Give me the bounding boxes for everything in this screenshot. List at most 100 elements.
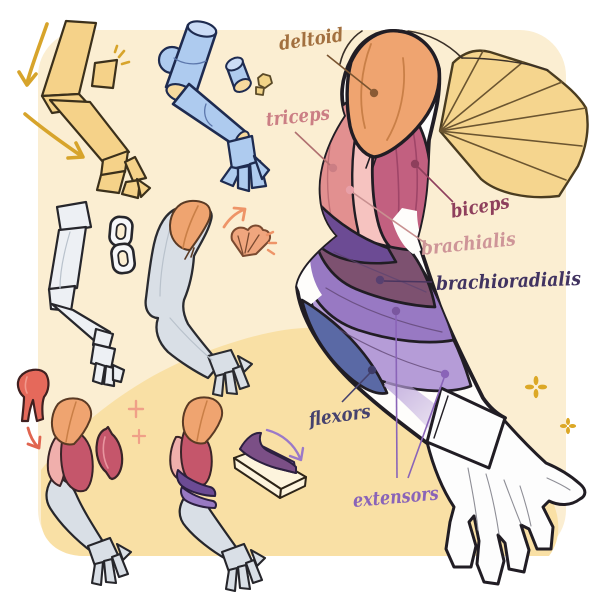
detail-stroke-35	[439, 130, 567, 181]
detail-stroke-38	[333, 251, 427, 293]
detail-stroke-4	[113, 44, 119, 54]
leader-triceps	[294, 131, 332, 167]
gold-sparkles	[524, 375, 577, 435]
sketch-study-arm-1	[45, 397, 147, 587]
yellow-hand-palm	[95, 169, 127, 195]
pink-sparkle-plus-1	[127, 399, 145, 419]
leader-deltoid	[326, 54, 373, 92]
detail-stroke-26	[224, 566, 239, 593]
white-hand-finger-1	[91, 361, 107, 386]
salmon-arrow-head	[232, 206, 247, 222]
detail-stroke-48	[533, 375, 539, 386]
pink-sparkle-plus-2	[131, 428, 147, 445]
detail-stroke-50	[524, 384, 535, 390]
leader-brachioradialis	[383, 280, 433, 283]
detail-stroke-29	[249, 548, 267, 568]
grey-deltoid-crease	[182, 205, 199, 249]
detail-stroke-15	[266, 248, 276, 256]
neck-sketch-line	[339, 30, 363, 65]
detail-stroke-44	[485, 473, 500, 535]
chain-links	[108, 215, 137, 275]
blue-upper-section-line	[173, 57, 207, 65]
hand-shape	[425, 418, 587, 586]
pink-pod-muscle	[95, 425, 124, 481]
detail-stroke-11	[244, 232, 250, 254]
purple-wedge-top	[239, 431, 297, 474]
sketch-study-arm-2	[169, 396, 267, 593]
salmon-sparkle-dashes	[265, 230, 278, 256]
white-hand-finger-2	[102, 364, 116, 388]
dot-extensors-2	[440, 369, 450, 379]
detail-stroke-34	[439, 130, 583, 147]
pink-pod-highlight	[102, 436, 109, 469]
gold-sparkle-small	[559, 417, 577, 435]
detail-stroke-33	[439, 107, 587, 132]
detail-stroke-20	[115, 542, 133, 562]
salmon-arrow	[222, 208, 245, 229]
detail-stroke-10	[237, 235, 244, 255]
blue-small-cylinder-bottom	[233, 78, 252, 93]
yellow-arrow-down-right-head	[66, 141, 85, 160]
plank-side	[279, 476, 307, 499]
detail-stroke-28	[244, 558, 264, 585]
gold-sparkle-large	[524, 375, 548, 399]
grey-deltoid-tip	[184, 247, 195, 260]
yellow-arrow-down-left	[25, 22, 49, 85]
dot-biceps	[410, 159, 420, 169]
purple-arrow	[265, 428, 302, 460]
hand-tendon-lines	[467, 467, 571, 535]
muscle-deltoid	[345, 29, 441, 159]
dot-deltoid	[369, 88, 379, 98]
shoulder-sketch-line	[407, 30, 463, 59]
leader-flexors	[341, 372, 371, 403]
detail-stroke-31	[439, 61, 524, 132]
deltoid-tip-strokes	[365, 156, 377, 169]
sketch-red-muscle-piece	[16, 368, 50, 450]
detail-stroke-6	[211, 372, 226, 398]
detail-stroke-42	[386, 57, 406, 141]
grey-arm-construction-2	[169, 317, 213, 361]
detail-stroke-7	[223, 369, 239, 396]
detail-stroke-12	[247, 234, 260, 253]
forearm-detail-lines	[325, 251, 449, 375]
blue-small-cylinder-top	[225, 56, 244, 72]
study1-hand	[86, 536, 133, 587]
dot-brachialis	[345, 185, 355, 195]
yellow-forearm-box	[48, 98, 131, 164]
detail-stroke-32	[439, 81, 563, 132]
deltoid-crease-lines	[360, 43, 406, 141]
annotations	[294, 54, 454, 479]
detail-stroke-18	[102, 557, 118, 585]
yellow-nugget-2	[255, 86, 265, 96]
detail-stroke-46	[519, 485, 532, 527]
detail-stroke-49	[533, 388, 539, 399]
red-arrow	[26, 426, 40, 449]
gold-sparkle-dashes	[113, 44, 131, 66]
detail-stroke-9	[236, 354, 254, 374]
white-hand-finger-3	[111, 363, 126, 384]
blue-upper-cap	[186, 20, 218, 38]
yellow-nugget-1	[257, 73, 273, 89]
sketch-yellow-block-arm	[17, 19, 152, 200]
fan-fold-lines	[439, 50, 587, 181]
blue-forearm-section-line	[204, 103, 213, 127]
purple-arrow-head	[288, 446, 305, 462]
detail-stroke-43	[467, 467, 479, 531]
detail-stroke-17	[90, 560, 105, 587]
yellow-hand-finger-1	[123, 155, 148, 183]
grey-arm-hand	[206, 348, 254, 398]
leader-biceps	[416, 165, 454, 203]
white-upper-arm-box	[47, 225, 88, 292]
detail-stroke-54	[559, 424, 568, 428]
sketch-blue-cylinder-arm	[157, 20, 273, 193]
wrist-cuff-line	[433, 395, 449, 439]
sketch-white-box-arm	[47, 200, 137, 388]
study1-deltoid	[50, 397, 93, 446]
leader-extensors-1	[395, 314, 398, 479]
grey-arm-construction	[159, 227, 171, 297]
fan-sketch-line	[461, 57, 549, 71]
detail-stroke-52	[566, 417, 570, 426]
sketch-grey-arm-deltoid	[144, 199, 278, 398]
detail-stroke-39	[325, 287, 443, 333]
